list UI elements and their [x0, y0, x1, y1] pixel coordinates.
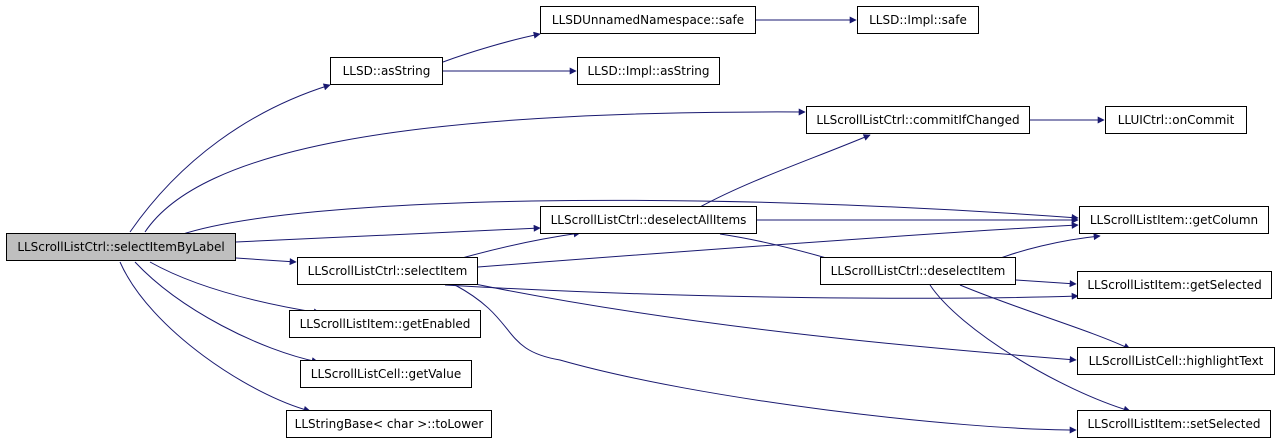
edge-root-selectItem — [235, 257, 297, 266]
node-deselectAll[interactable]: LLScrollListCtrl::deselectAllItems — [540, 206, 757, 234]
node-unnamedSafe[interactable]: LLSDUnnamedNamespace::safe — [540, 6, 756, 34]
edge-root-getEnabled — [149, 261, 321, 316]
edge-selectItem-deselectAll — [454, 230, 581, 261]
edge-deselectAll-commitIfChanged — [699, 134, 871, 208]
edge-root-deselectAll — [235, 224, 541, 243]
edge-selectItem-setSelected — [454, 284, 1077, 434]
edge-root-commitIfChanged — [144, 108, 806, 233]
edge-root-toLower — [119, 261, 311, 413]
node-asString[interactable]: LLSD::asString — [330, 57, 443, 85]
edge-root-getColumn — [179, 199, 1079, 236]
edge-root-asString — [129, 83, 331, 233]
node-getColumn[interactable]: LLScrollListItem::getColumn — [1079, 206, 1269, 234]
node-toLower[interactable]: LLStringBase< char >::toLower — [286, 410, 492, 438]
edge-asString-unnamedSafe — [442, 31, 541, 63]
node-commitIfChanged[interactable]: LLScrollListCtrl::commitIfChanged — [806, 106, 1030, 134]
node-getSelected[interactable]: LLScrollListItem::getSelected — [1077, 271, 1272, 299]
node-onCommit[interactable]: LLUICtrl::onCommit — [1105, 106, 1247, 134]
edge-root-getValue — [134, 261, 319, 365]
node-root[interactable]: LLScrollListCtrl::selectItemByLabel — [6, 233, 236, 261]
node-highlightText[interactable]: LLScrollListCell::highlightText — [1077, 347, 1275, 375]
edge-deselectItem-setSelected — [929, 284, 1131, 413]
node-implSafe[interactable]: LLSD::Impl::safe — [857, 6, 979, 34]
edge-selectItem-getSelected — [444, 284, 1079, 300]
edge-deselectItem-highlightText — [959, 284, 1131, 350]
node-getValue[interactable]: LLScrollListCell::getValue — [300, 360, 472, 388]
edge-selectItem-highlightText — [469, 282, 1077, 363]
node-getEnabled[interactable]: LLScrollListItem::getEnabled — [289, 310, 481, 338]
edge-deselectItem-getSelected — [1015, 279, 1077, 288]
node-setSelected[interactable]: LLScrollListItem::setSelected — [1077, 410, 1271, 438]
edge-selectItem-getColumn — [477, 221, 1079, 268]
node-selectItem[interactable]: LLScrollListCtrl::selectItem — [297, 257, 478, 285]
node-implAsString[interactable]: LLSD::Impl::asString — [577, 57, 720, 85]
node-deselectItem[interactable]: LLScrollListCtrl::deselectItem — [820, 257, 1016, 285]
